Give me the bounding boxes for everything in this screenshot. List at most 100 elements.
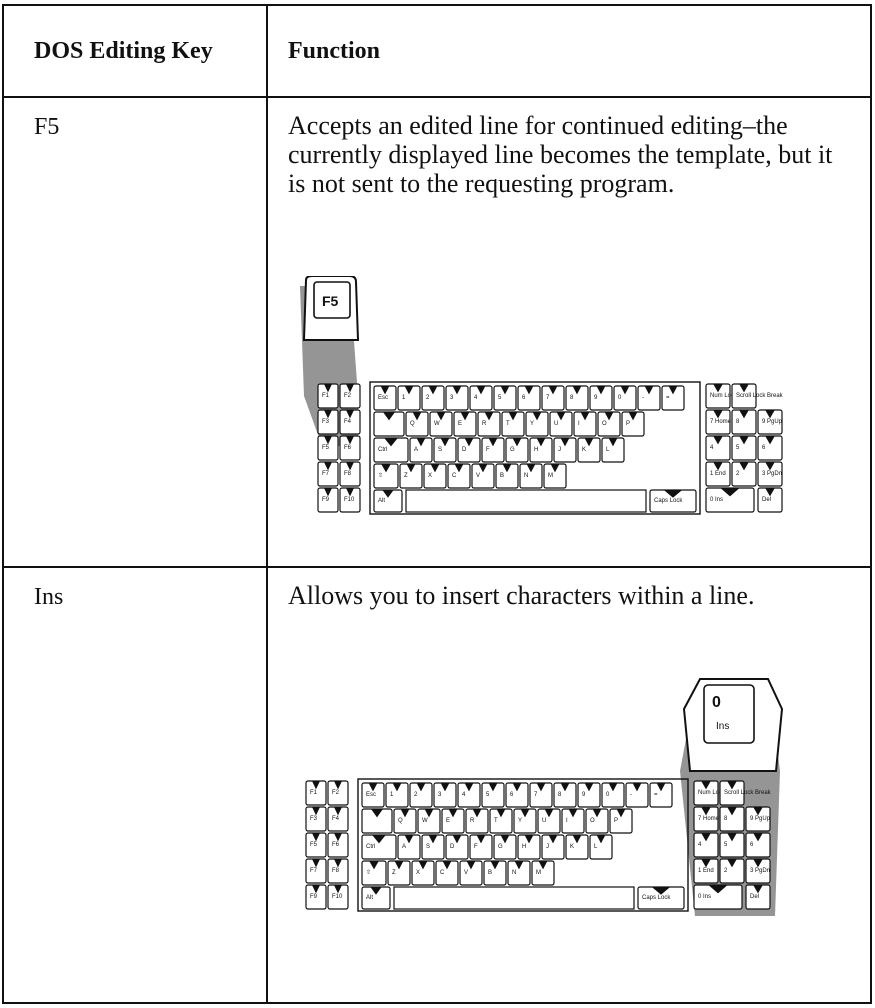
key-top-0: Esc xyxy=(361,782,385,808)
key-f: F xyxy=(469,834,493,860)
svg-text:F1: F1 xyxy=(310,790,318,796)
svg-text:=: = xyxy=(654,792,658,798)
svg-text:8: 8 xyxy=(558,792,562,798)
svg-text:-: - xyxy=(642,395,644,401)
svg-text:O: O xyxy=(602,421,607,427)
key-x: X xyxy=(423,463,447,489)
numpad-key-4: 9 PgUp xyxy=(757,409,783,435)
function-key-f7: F7 xyxy=(305,858,327,884)
key-g: G xyxy=(505,437,529,463)
svg-text:8: 8 xyxy=(724,816,728,822)
svg-text:Num Lock: Num Lock xyxy=(710,393,738,399)
svg-text:B: B xyxy=(500,473,504,479)
svg-text:0 Ins: 0 Ins xyxy=(698,894,711,900)
svg-text:R: R xyxy=(470,818,475,824)
key-top-3: 3 xyxy=(433,782,457,808)
svg-text:F6: F6 xyxy=(332,842,340,848)
svg-text:F1: F1 xyxy=(322,393,330,399)
function-key-f5: F5 xyxy=(317,435,339,461)
key-top-8: 8 xyxy=(565,385,589,411)
svg-text:Q: Q xyxy=(410,421,415,427)
svg-text:Caps Lock: Caps Lock xyxy=(642,895,671,901)
svg-text:K: K xyxy=(582,447,586,453)
key-top-5: 5 xyxy=(481,782,505,808)
svg-text:F9: F9 xyxy=(322,497,330,503)
svg-text:7: 7 xyxy=(534,792,538,798)
key-e: E xyxy=(441,808,465,834)
row-ins-key: Ins xyxy=(34,584,64,610)
key-d: D xyxy=(445,834,469,860)
numpad-key-4: 9 PgUp xyxy=(745,806,771,832)
svg-text:A: A xyxy=(402,844,406,850)
svg-text:9 PgUp: 9 PgUp xyxy=(750,816,771,822)
function-key-f9: F9 xyxy=(317,487,339,513)
numpad-key-7: 6 xyxy=(757,435,783,461)
svg-text:3: 3 xyxy=(450,395,454,401)
svg-text:F7: F7 xyxy=(310,868,318,874)
numpad-key-8: 1 End xyxy=(693,858,719,884)
key-f: F xyxy=(481,437,505,463)
key-top-6: 6 xyxy=(505,782,529,808)
svg-text:F7: F7 xyxy=(322,471,330,477)
function-key-f2: F2 xyxy=(339,383,361,409)
function-key-f8: F8 xyxy=(327,858,349,884)
key-w: W xyxy=(417,808,441,834)
key-g: G xyxy=(493,834,517,860)
svg-text:C: C xyxy=(440,870,445,876)
svg-text:X: X xyxy=(416,870,420,876)
svg-text:N: N xyxy=(524,473,528,479)
numpad-key-3: 8 xyxy=(731,409,757,435)
key-s: S xyxy=(421,834,445,860)
svg-text:V: V xyxy=(464,870,468,876)
key-x: X xyxy=(411,860,435,886)
function-key-f4: F4 xyxy=(339,409,361,435)
svg-text:W: W xyxy=(422,818,428,824)
key-top-6: 6 xyxy=(517,385,541,411)
svg-text:Alt: Alt xyxy=(366,895,373,901)
header-key: DOS Editing Key xyxy=(34,38,213,64)
svg-text:Z: Z xyxy=(404,473,408,479)
key-ctrl: Ctrl xyxy=(361,834,397,860)
svg-text:W: W xyxy=(434,421,440,427)
svg-text:Esc: Esc xyxy=(378,395,388,401)
numpad-key-8: 1 End xyxy=(705,461,731,487)
svg-text:Ins: Ins xyxy=(716,721,729,732)
header-function: Function xyxy=(288,38,381,64)
svg-text:H: H xyxy=(522,844,526,850)
key-q: Q xyxy=(393,808,417,834)
key-q: Q xyxy=(405,411,429,437)
svg-text:5: 5 xyxy=(498,395,502,401)
svg-text:2: 2 xyxy=(426,395,430,401)
svg-text:J: J xyxy=(558,447,561,453)
svg-text:3 PgDn: 3 PgDn xyxy=(762,471,782,477)
key-top-1: 1 xyxy=(397,385,421,411)
svg-text:F2: F2 xyxy=(344,393,352,399)
svg-text:Ctrl: Ctrl xyxy=(378,447,387,453)
key-v: V xyxy=(459,860,483,886)
numpad-key-3: 8 xyxy=(719,806,745,832)
svg-text:Esc: Esc xyxy=(366,792,376,798)
svg-text:4: 4 xyxy=(710,445,714,451)
svg-text:A: A xyxy=(414,447,418,453)
svg-text:L: L xyxy=(606,447,610,453)
svg-text:S: S xyxy=(438,447,442,453)
svg-text:Caps Lock: Caps Lock xyxy=(654,498,683,504)
svg-text:F6: F6 xyxy=(344,445,352,451)
svg-text:Y: Y xyxy=(518,818,522,824)
svg-text:0: 0 xyxy=(606,792,610,798)
key-top-5: 5 xyxy=(493,385,517,411)
header-divider xyxy=(4,96,870,98)
numpad-key-9: 2 xyxy=(731,461,757,487)
function-key-f10: F10 xyxy=(327,884,349,910)
key-tab xyxy=(361,808,393,834)
key-m: M xyxy=(531,860,555,886)
svg-text:6: 6 xyxy=(522,395,526,401)
key-alt: Alt xyxy=(361,886,391,910)
svg-text:U: U xyxy=(542,818,546,824)
key-top-12: = xyxy=(661,385,685,411)
numpad-key-11: 0 Ins xyxy=(693,884,743,910)
svg-text:X: X xyxy=(428,473,432,479)
key-s: S xyxy=(433,437,457,463)
function-key-f9: F9 xyxy=(305,884,327,910)
svg-text:Del: Del xyxy=(750,894,759,900)
